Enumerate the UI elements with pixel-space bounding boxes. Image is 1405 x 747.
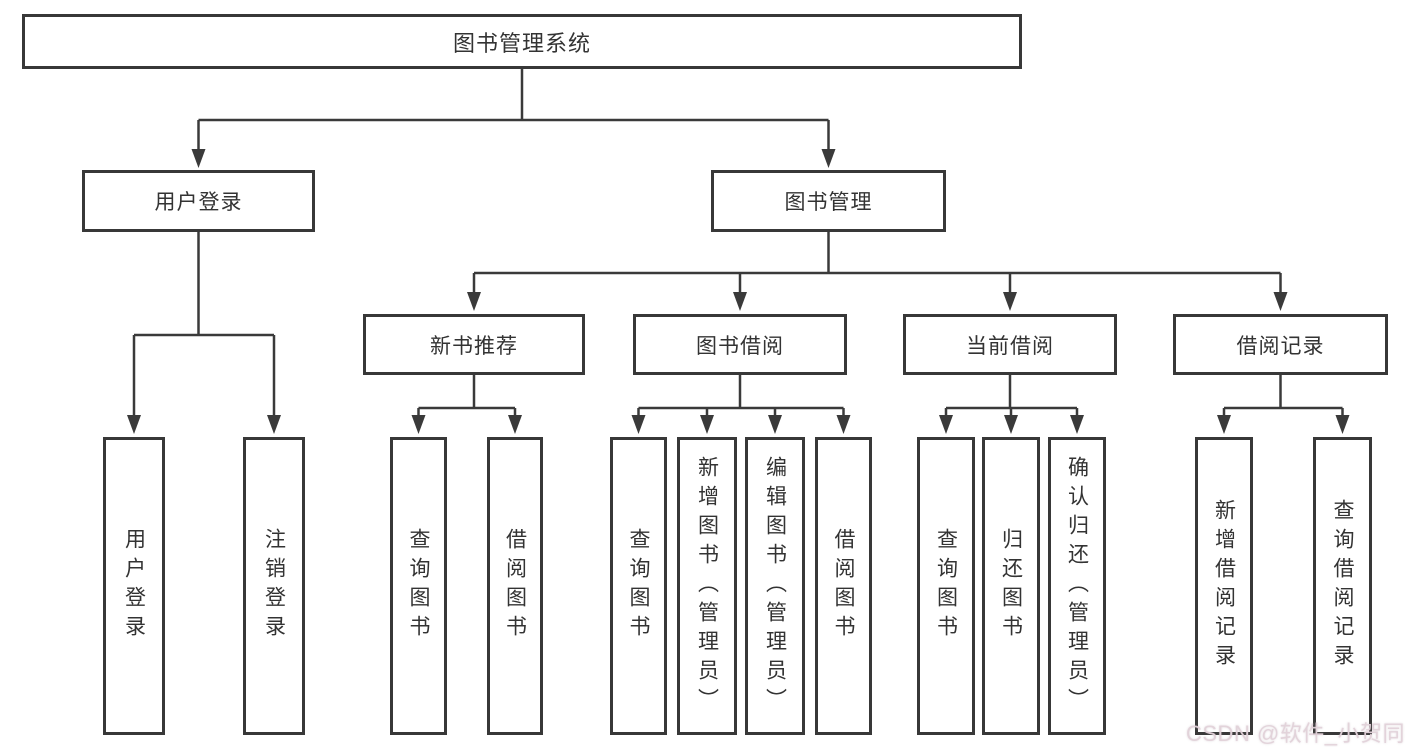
leaf-bb-borrow-books: 借阅图书 <box>815 437 872 735</box>
node-library-system: 图书管理系统 <box>22 14 1022 69</box>
node-current-borrow: 当前借阅 <box>903 314 1117 375</box>
leaf-logout-login: 注销登录 <box>243 437 305 735</box>
node-new-book-recommend: 新书推荐 <box>363 314 585 375</box>
leaf-cb-confirm-return-admin: 确认归还（管理员） <box>1048 437 1106 735</box>
leaf-nb-borrow-books: 借阅图书 <box>487 437 543 735</box>
leaf-cb-return-books: 归还图书 <box>982 437 1040 735</box>
leaf-nb-query-books: 查询图书 <box>390 437 447 735</box>
leaf-br-add-borrow-record: 新增借阅记录 <box>1195 437 1253 735</box>
watermark: CSDN @软件_小贺同学 <box>1186 721 1405 746</box>
node-book-borrow: 图书借阅 <box>633 314 847 375</box>
leaf-cb-query-books: 查询图书 <box>917 437 975 735</box>
leaf-bb-edit-books-admin: 编辑图书（管理员） <box>745 437 805 735</box>
node-user-login: 用户登录 <box>82 170 315 232</box>
leaf-br-query-borrow-record: 查询借阅记录 <box>1313 437 1372 735</box>
leaf-bb-query-books: 查询图书 <box>610 437 667 735</box>
node-borrow-records: 借阅记录 <box>1173 314 1388 375</box>
node-book-management: 图书管理 <box>711 170 946 232</box>
leaf-bb-add-books-admin: 新增图书（管理员） <box>677 437 737 735</box>
leaf-user-login: 用户登录 <box>103 437 165 735</box>
